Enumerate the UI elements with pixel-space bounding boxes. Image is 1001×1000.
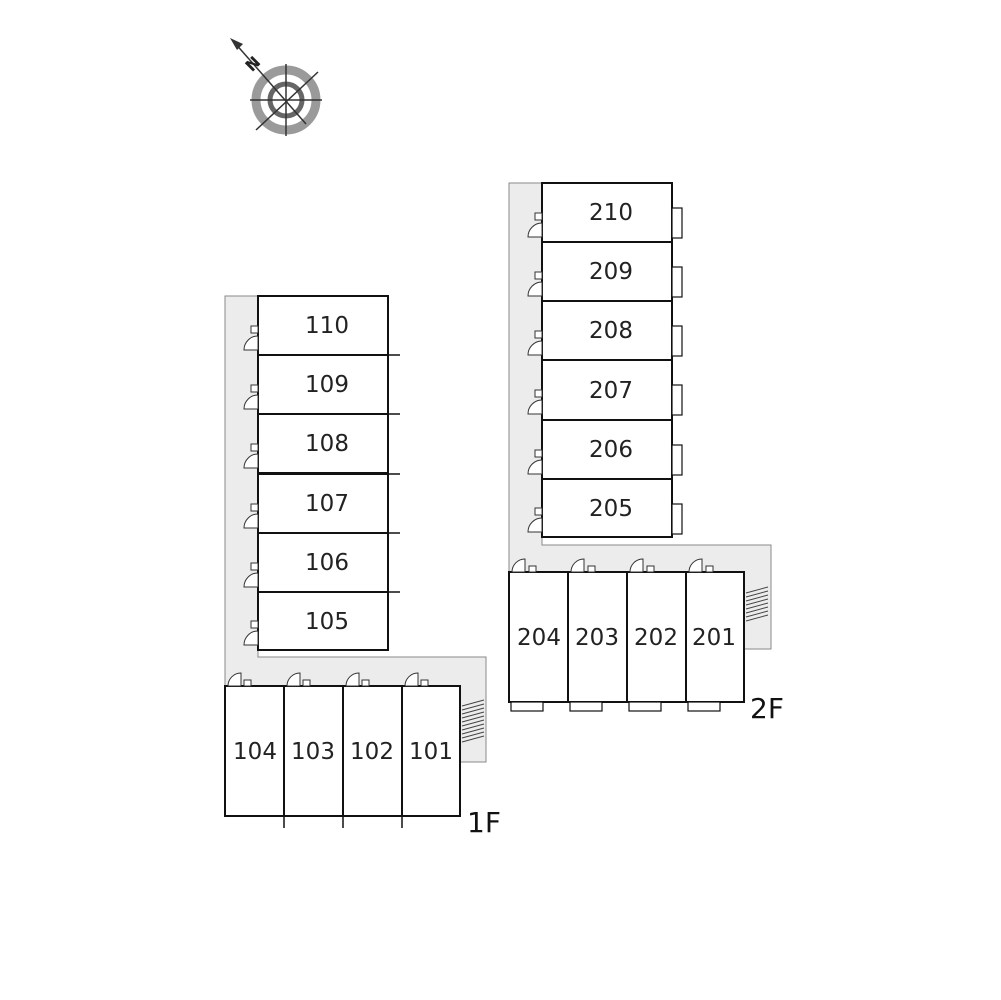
door-icon [527, 340, 543, 356]
door-icon [527, 281, 543, 297]
door-icon [243, 630, 259, 646]
room-207: 207 [527, 359, 683, 421]
door-icon [243, 572, 259, 588]
room-209: 209 [527, 241, 683, 302]
room-number: 203 [575, 625, 619, 651]
room-number: 105 [305, 609, 349, 635]
door-icon [527, 459, 543, 475]
room-number: 106 [305, 550, 349, 576]
room-number: 210 [589, 200, 633, 226]
room-102: 102 [342, 672, 403, 817]
room-104: 104 [224, 672, 285, 817]
room-210: 210 [527, 182, 683, 243]
balcony-marks-1f [388, 354, 400, 593]
room-number: 202 [634, 625, 678, 651]
stairs-2f [745, 586, 769, 622]
room-number: 204 [517, 625, 561, 651]
room-103: 103 [283, 672, 344, 817]
north-compass-icon: N [230, 38, 322, 136]
room-105: 105 [243, 591, 389, 651]
room-number: 208 [589, 318, 633, 344]
door-icon [570, 558, 585, 573]
room-number: 110 [305, 313, 349, 339]
room-205: 205 [527, 478, 683, 538]
room-206: 206 [527, 419, 683, 480]
door-icon [345, 672, 360, 687]
door-icon [286, 672, 301, 687]
room-107: 107 [243, 473, 389, 534]
stairs-1f [461, 699, 485, 743]
door-icon [227, 672, 242, 687]
door-icon [688, 558, 703, 573]
room-number: 103 [291, 739, 335, 765]
balcony-marks-1f-row [283, 816, 403, 828]
room-109: 109 [243, 354, 389, 415]
room-number: 201 [692, 625, 736, 651]
door-icon [243, 335, 259, 351]
door-icon [511, 558, 526, 573]
door-icon [243, 394, 259, 410]
door-icon [629, 558, 644, 573]
floor-label-2f: 2F [750, 692, 784, 725]
room-number: 207 [589, 378, 633, 404]
room-number: 206 [589, 437, 633, 463]
room-202: 202 [626, 558, 687, 712]
floor-label-1f: 1F [467, 806, 501, 839]
room-number: 209 [589, 259, 633, 285]
room-number: 104 [233, 739, 277, 765]
door-icon [527, 222, 543, 238]
room-number: 205 [589, 496, 633, 522]
room-203: 203 [567, 558, 628, 712]
room-number: 101 [409, 739, 453, 765]
room-204: 204 [508, 558, 569, 712]
door-icon [527, 399, 543, 415]
room-110: 110 [243, 295, 389, 356]
room-number: 108 [305, 431, 349, 457]
door-icon [404, 672, 419, 687]
room-number: 102 [350, 739, 394, 765]
floor-2f: 210 209 208 207 206 [508, 182, 784, 725]
room-106: 106 [243, 532, 389, 593]
door-icon [527, 517, 543, 533]
room-201: 201 [685, 558, 745, 712]
door-icon [243, 513, 259, 529]
door-icon [243, 453, 259, 469]
room-108: 108 [243, 413, 389, 474]
floor-1f: 110 109 108 107 106 [224, 295, 501, 839]
room-101: 101 [401, 672, 461, 817]
room-number: 107 [305, 491, 349, 517]
room-208: 208 [527, 300, 683, 361]
room-number: 109 [305, 372, 349, 398]
